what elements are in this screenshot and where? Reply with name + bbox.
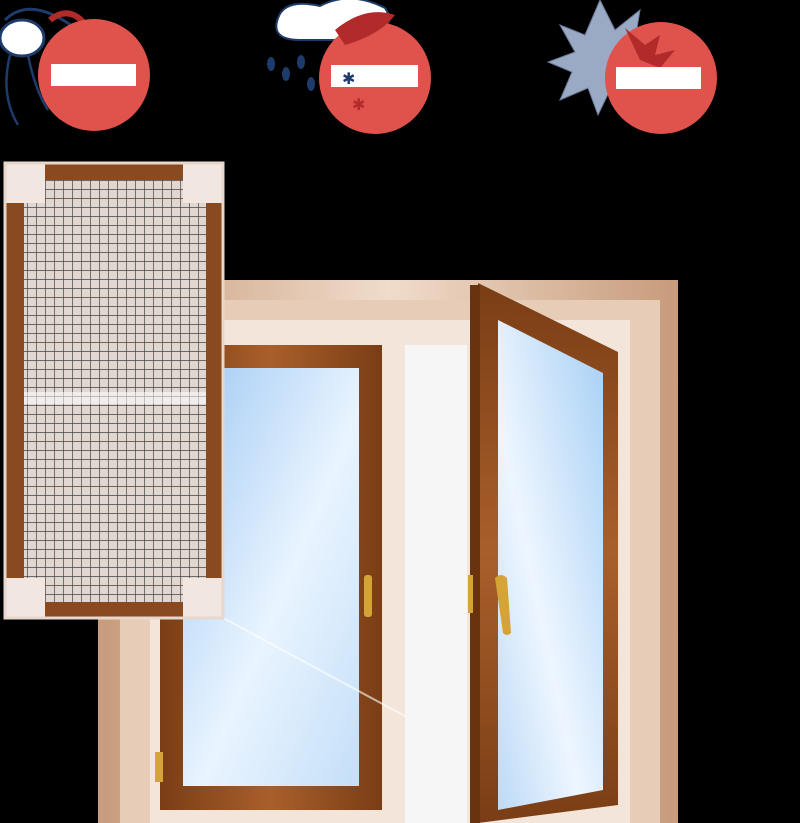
mosquito-net-frame (3, 161, 225, 620)
left-handle (364, 575, 372, 617)
right-window-sash-open (468, 283, 618, 823)
corner-connector (5, 578, 45, 618)
corner-connector (5, 163, 45, 203)
corner-connector (183, 578, 223, 618)
right-handle (495, 575, 511, 635)
no-leaf-sign (605, 22, 717, 134)
window-mullion (405, 345, 467, 823)
no-mosquito-sign (38, 19, 150, 131)
svg-text:✱: ✱ (352, 95, 365, 114)
left-hinge (155, 752, 163, 782)
no-rain-sign: ✱ ✱ (319, 12, 431, 134)
right-hinge (468, 575, 473, 613)
corner-connector (183, 163, 223, 203)
svg-text:✱: ✱ (342, 69, 355, 88)
